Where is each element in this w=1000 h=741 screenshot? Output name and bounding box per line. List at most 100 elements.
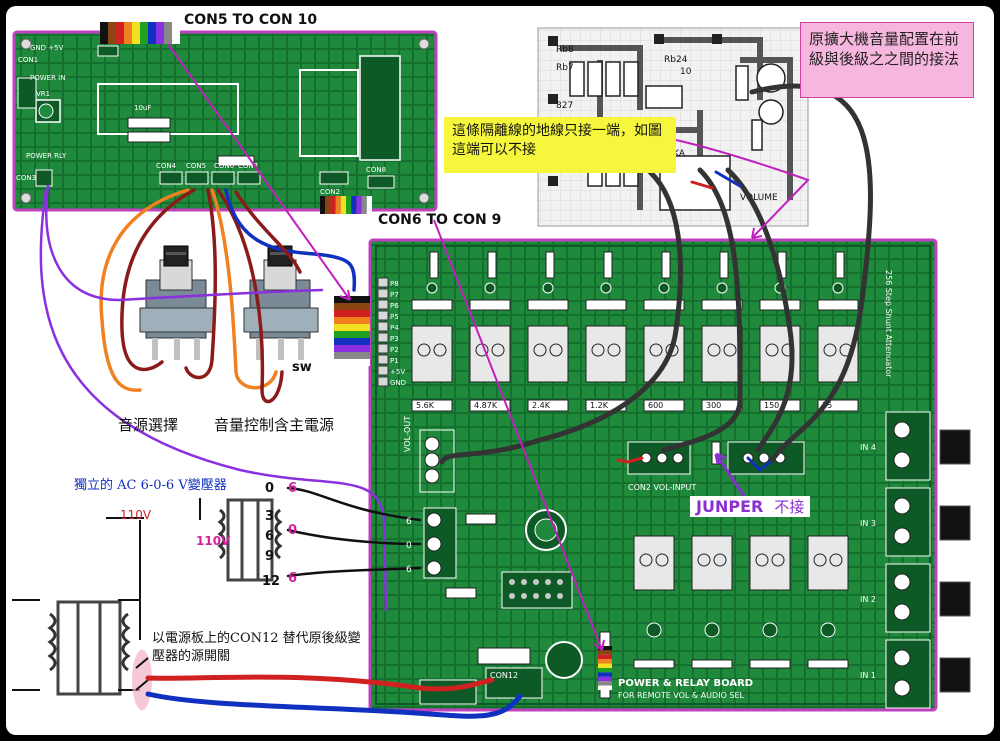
header-pin-plus-5v: +5V [390, 368, 405, 376]
svg-text:GND +5V: GND +5V [30, 44, 64, 52]
svg-text:CON4: CON4 [156, 162, 177, 170]
svg-text:827: 827 [556, 101, 573, 111]
svg-text:CON1: CON1 [18, 56, 38, 64]
resistor-value-5: 600 [648, 401, 663, 410]
power-pin-6a: 6 [406, 517, 412, 527]
secondary-tap-6b: 6 [288, 571, 297, 586]
header-pin-p7: P7 [390, 291, 399, 299]
pink-note: 原擴大機音量配置在前級與後級之之間的接法 [800, 22, 974, 98]
ribbon-cable-header-icon [334, 296, 370, 366]
primary-tap-12: 12 [262, 574, 280, 589]
ribbon-cable-con6-icon [320, 196, 372, 214]
transformer-taps: 0 3 6 9 12 6 0 6 [262, 481, 297, 589]
input-label-1: IN 1 [860, 671, 876, 680]
relay-icon [633, 535, 675, 669]
primary-tap-6: 6 [265, 529, 274, 544]
svg-text:CON2: CON2 [320, 188, 340, 196]
svg-text:VR1: VR1 [36, 90, 50, 98]
header-pin-p5: P5 [390, 313, 399, 321]
vol-out-label: VOL-OUT [403, 416, 412, 452]
replace-switch-note: 以電源板上的CON12 替代原後級變壓器的源開關 [152, 631, 361, 664]
header-pin-gnd: GND [390, 379, 406, 387]
input-label-3: IN 3 [860, 519, 876, 528]
rca-jack-icon: IN 2 [860, 563, 971, 633]
voltage-110v-side-label: 110V [196, 534, 231, 548]
resistor-value-4: 1.2K [590, 401, 609, 410]
con6-to-con9-label: CON6 TO CON 9 [378, 212, 502, 228]
source-select-label: 音源選擇 [118, 416, 179, 434]
svg-text:VOLUME: VOLUME [740, 193, 778, 203]
relay-icon [701, 251, 743, 383]
rca-input-row: IN 4 IN 3 IN 2 IN 1 [860, 411, 971, 709]
primary-tap-0: 0 [265, 481, 274, 496]
relay-icon [527, 251, 569, 383]
rotary-potentiometer-icon [243, 245, 319, 360]
relay-icon [469, 251, 511, 383]
primary-tap-9: 9 [265, 549, 274, 564]
resistor-value-1: 5.6K [416, 401, 435, 410]
svg-text:CON8: CON8 [366, 166, 386, 174]
primary-line-wires [12, 498, 201, 691]
board-text: POWER & RELAY BOARD FOR REMOTE VOL & AUD… [403, 270, 893, 700]
switch-icon [135, 657, 149, 691]
relay-icon [749, 535, 791, 669]
board-title: POWER & RELAY BOARD [618, 678, 753, 689]
con5-to-con10-label: CON5 TO CON 10 [184, 12, 318, 28]
header-pin-p6: P6 [390, 302, 399, 310]
relay-icon [585, 251, 627, 383]
svg-text:6.2K: 6.2K [138, 134, 154, 142]
rca-jack-icon: IN 4 [860, 411, 971, 481]
svg-text:POWER IN: POWER IN [30, 74, 65, 82]
resistor-value-7: 150 [764, 401, 779, 410]
svg-text:Rb8: Rb8 [556, 45, 574, 55]
svg-text:10uF: 10uF [134, 104, 151, 112]
voltage-110v-top-label: 110V [120, 508, 152, 522]
secondary-tap-0: 0 [288, 523, 297, 538]
wiring [39, 83, 873, 719]
rca-jack-icon: IN 3 [860, 487, 971, 557]
junper-text: JUNPER [696, 497, 764, 516]
volume-main-power-label: 音量控制含主電源 [214, 416, 335, 434]
not-connected-text: 不接 [774, 498, 805, 516]
header-pin-p8: P8 [390, 280, 399, 288]
resistor-value-6: 300 [706, 401, 721, 410]
svg-text:10: 10 [680, 67, 692, 77]
transformer-icon [47, 600, 131, 696]
power-pin-0: 0 [406, 541, 412, 551]
header-pin-p2: P2 [390, 346, 399, 354]
board-subtitle: FOR REMOTE VOL & AUDIO SEL [618, 691, 745, 700]
ribbon-cable-power-icon [598, 646, 612, 690]
svg-text:CON3: CON3 [16, 174, 36, 182]
svg-text:POWER RLY: POWER RLY [26, 152, 67, 160]
transformer-icon [217, 498, 283, 582]
power-pin-6b: 6 [406, 565, 412, 575]
lower-relay-row [633, 535, 849, 669]
rotary-potentiometer-icon [139, 245, 215, 360]
primary-tap-3: 3 [265, 509, 274, 524]
sw-label: sw [292, 360, 312, 375]
relay-icon [411, 251, 453, 383]
svg-text:CON6: CON6 [214, 162, 235, 170]
ribbon-cable-con5-icon [100, 22, 180, 44]
junper-label: JUNPER 不接 [690, 496, 811, 517]
rca-jack-icon: IN 1 [860, 639, 971, 709]
vol-input-label: CON2 VOL-INPUT [628, 483, 696, 492]
header-pin-p1: P1 [390, 357, 399, 365]
secondary-tap-6a: 6 [288, 481, 297, 496]
svg-text:CON5: CON5 [186, 162, 206, 170]
header-pin-p3: P3 [390, 335, 399, 343]
input-label-4: IN 4 [860, 443, 876, 452]
svg-text:10K: 10K [140, 120, 154, 128]
input-label-2: IN 2 [860, 595, 876, 604]
control-board: CON1 GND +5V POWER IN POWER RLY CON3 CON… [12, 30, 438, 212]
header-pin-p4: P4 [390, 324, 399, 332]
yellow-note: 這條隔離線的地線只接一端，如圖這端可以不接 [444, 117, 676, 173]
svg-text:Rb24: Rb24 [664, 55, 688, 65]
relay-icon [807, 535, 849, 669]
svg-text:CON7: CON7 [238, 162, 258, 170]
